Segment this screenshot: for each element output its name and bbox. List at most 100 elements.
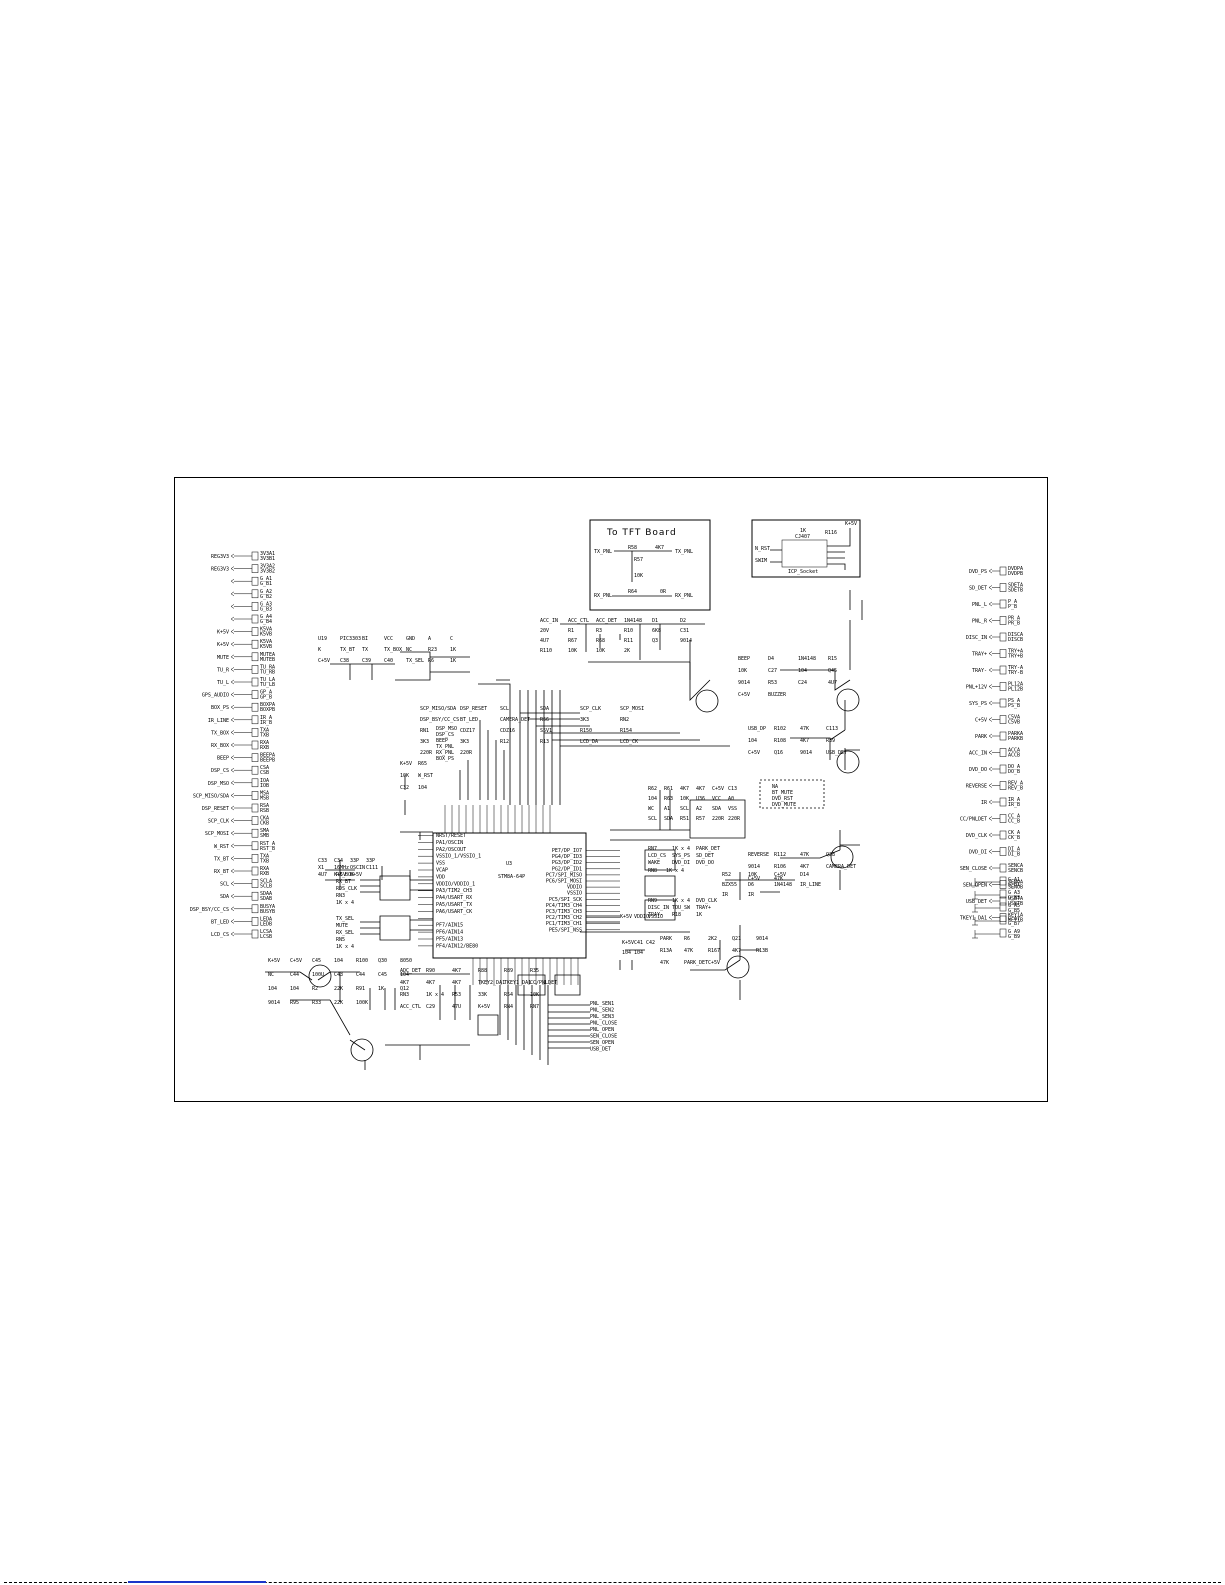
connector-arrow [988, 568, 1000, 574]
left-connector-net: GPS_AUDIO [202, 693, 229, 699]
left-connector-net: MUTE [217, 655, 229, 661]
net-label: R13 [540, 739, 549, 745]
connector-arrow [230, 591, 252, 597]
mcu-left-pin-label: PA2/OSCOUT [436, 847, 466, 853]
net-label: 33P [366, 858, 375, 864]
svg-text:TX_PNL: TX_PNL [675, 549, 693, 555]
right-connector-pin-a: IR_A [1008, 797, 1020, 803]
net-label: PIC3303 [340, 636, 361, 642]
connector-pin-pair [999, 915, 1007, 925]
transistor-symbol [836, 750, 860, 774]
net-label: 47K [660, 960, 669, 966]
page-bottom-link-bar [128, 1581, 266, 1583]
svg-text:10K: 10K [634, 573, 643, 579]
wire [265, 971, 396, 1010]
net-label: IR_LINE [800, 882, 821, 888]
mcu-left-pin-label: PA5/USART_TX [436, 902, 472, 908]
net-label: ACC_CTL [568, 618, 589, 624]
connector-arrow [230, 717, 252, 723]
connector-arrow [230, 868, 252, 874]
connector-arrow [988, 618, 1000, 623]
net-label: C27 [768, 668, 777, 674]
left-connector-pin-b: MSB [260, 795, 269, 801]
net-label: 4K7 [426, 980, 435, 986]
net-label: R3 [596, 628, 602, 634]
net-label: 20V [540, 628, 549, 634]
connector-arrow [988, 601, 1000, 607]
mcu-right-pin-label: PG3/DP_ID2 [552, 860, 582, 866]
mcu-right-pin-label: PC5/SPI_SCK [549, 897, 582, 903]
connector-pin-pair [999, 797, 1007, 807]
net-label: U36 [696, 796, 705, 802]
right-connector-pin-a: TRY-A [1008, 665, 1023, 671]
mcu-left-pin-label: NRST/RESET [436, 833, 466, 839]
net-label: R90 [426, 968, 435, 974]
net-label: R154 [620, 728, 632, 734]
net-label: ACC_DET [596, 618, 617, 624]
left-connector-pin-b: TU_LB [260, 682, 275, 688]
right-connector-net: REVERSE [966, 784, 987, 790]
net-label: Q28 [826, 852, 835, 858]
ground-symbol [972, 891, 1000, 900]
net-label: RX_BOX [336, 872, 354, 878]
connector-arrow [988, 733, 1000, 739]
connector-pin-pair [251, 740, 259, 750]
svg-text:SWIM: SWIM [755, 558, 767, 564]
connector-pin-pair [999, 665, 1007, 675]
net-label: 1K [450, 647, 456, 653]
net-label: R108 [774, 738, 786, 744]
net-label: 4U7 [540, 638, 549, 644]
wire [478, 679, 511, 805]
left-connector-pin-b: G_B3 [260, 606, 272, 612]
mcu-right-pin-label: PC3/TIM3_CH3 [546, 909, 582, 915]
connector-arrow [230, 919, 252, 924]
net-label: 2K2 [708, 936, 717, 942]
net-label: 220R [460, 750, 473, 756]
left-connector-pin-b: TXB [260, 858, 269, 864]
net-label: 9014 [800, 750, 812, 756]
right-connector-net: CC/PNLDET [960, 817, 987, 823]
ground-symbol [972, 904, 1000, 913]
right-ground-pin: G_B5 [1008, 908, 1020, 914]
net-label: 4K7 [452, 980, 461, 986]
net-label: 16MHz [334, 865, 349, 871]
net-label: 10K [738, 668, 747, 674]
connector-arrow [988, 585, 1000, 590]
left-connector-pin-b: CSB [260, 770, 269, 776]
connector-arrow [230, 843, 252, 849]
right-connector-pin-a: ACCA [1008, 748, 1020, 754]
net-label: C44 [290, 972, 299, 978]
net-label: DVD_RST [772, 796, 793, 802]
right-connector-net: SD_DET [969, 586, 987, 592]
net-label: VDDIO [634, 914, 649, 920]
net-label: R10 [624, 628, 633, 634]
left-connector-net: BT_LED [211, 919, 229, 925]
left-connector-net: SCP_MOSI [205, 831, 229, 837]
left-connector-net: RX_BOX [211, 743, 229, 749]
net-label: 9014 [738, 680, 750, 686]
right-ground-pin: G_A7 [1008, 916, 1020, 922]
right-connector-pin-b: PR_B [1008, 621, 1020, 627]
net-label: Q45 [828, 668, 837, 674]
net-label: 1K x 4 [666, 868, 684, 874]
right-connector-pin-a: USBTA [1008, 896, 1023, 902]
svg-text:N_RST: N_RST [755, 546, 770, 552]
connector-pin-pair [999, 876, 1007, 886]
net-label: BI [362, 636, 368, 642]
svg-text:ICP_Socket: ICP_Socket [788, 569, 818, 575]
mcu-right-pin-label: VSSIO [567, 891, 582, 897]
net-label: 1N4148 [798, 656, 816, 662]
left-connector-pin-a: TU_LA [260, 677, 275, 683]
connector-pin-pair [999, 599, 1007, 609]
mcu-left-pin-label: PA6/USART_CK [436, 909, 472, 915]
net-label: 47K [800, 852, 809, 858]
net-label: R61 [664, 786, 673, 792]
left-connector-net: SDA [220, 894, 229, 900]
wire-network [265, 590, 863, 1070]
connector-pin-pair [251, 627, 259, 636]
right-connector-pin-b: P_B [1008, 604, 1017, 610]
